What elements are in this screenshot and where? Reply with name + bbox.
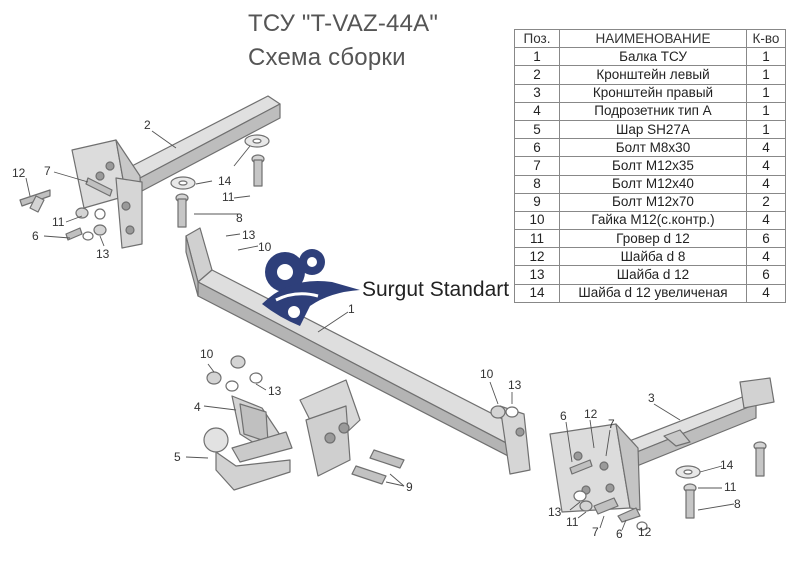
callout-14-left: 14 xyxy=(218,174,232,188)
parts-table-header: Поз. НАИМЕНОВАНИЕ К-во xyxy=(514,28,786,49)
callout-11-left-upper: 11 xyxy=(222,190,235,204)
callout-11-right-lower: 11 xyxy=(566,515,579,529)
callout-2: 2 xyxy=(144,118,151,132)
row-quantity: 4 xyxy=(746,210,786,231)
right-lower-fasteners xyxy=(569,441,767,531)
row-quantity: 1 xyxy=(746,47,786,67)
callout-6-right-lower: 6 xyxy=(616,527,623,541)
callout-8-right: 8 xyxy=(734,497,741,511)
callout-11-left: 11 xyxy=(52,215,65,229)
row-name: Гайка М12(с.контр.) xyxy=(559,210,747,231)
row-quantity: 1 xyxy=(746,65,786,85)
row-name: Подрозетник тип А xyxy=(559,101,747,121)
watermark-logo: Surgut Standart xyxy=(262,249,509,326)
callout-13-right-upper: 13 xyxy=(508,378,522,392)
callout-5: 5 xyxy=(174,450,181,464)
leader-lines xyxy=(25,130,735,531)
callout-12-left: 12 xyxy=(12,166,26,180)
callout-6-right: 6 xyxy=(560,409,567,423)
row-name: Кронштейн правый xyxy=(559,83,747,103)
row-name: Балка ТСУ xyxy=(559,47,747,67)
main-beam xyxy=(185,227,531,477)
row-position: 13 xyxy=(514,265,560,285)
row-position: 11 xyxy=(514,229,560,249)
callout-9: 9 xyxy=(406,480,413,494)
callout-13-left: 13 xyxy=(96,247,110,261)
row-name: Шар SH27A xyxy=(559,119,747,140)
row-name: Болт М12х70 xyxy=(559,192,747,212)
row-quantity: 1 xyxy=(746,119,786,140)
callout-4: 4 xyxy=(194,400,201,414)
row-name: Шайба d 12 xyxy=(559,265,747,285)
callout-7-left: 7 xyxy=(44,164,51,178)
callout-7-right: 7 xyxy=(608,417,615,431)
callout-10-left-upper: 10 xyxy=(258,240,272,254)
header-position: Поз. xyxy=(514,28,560,49)
callout-14-right: 14 xyxy=(720,458,734,472)
left-bracket xyxy=(71,95,281,249)
diagram-subtitle: Схема сборки xyxy=(248,44,406,71)
row-quantity: 1 xyxy=(746,101,786,121)
callout-13-right-lower: 13 xyxy=(548,505,562,519)
right-upper-fasteners xyxy=(490,405,519,419)
callout-6-left: 6 xyxy=(32,229,39,243)
gear-icon xyxy=(265,249,325,292)
callout-11-right: 11 xyxy=(724,480,737,494)
callout-3: 3 xyxy=(648,391,655,405)
row-position: 1 xyxy=(514,47,560,67)
row-position: 2 xyxy=(514,65,560,85)
socket-bracket-group xyxy=(203,355,293,491)
center-bolts xyxy=(351,449,405,485)
callout-12-right: 12 xyxy=(584,407,598,421)
car-icon xyxy=(262,280,360,326)
callout-7-right-lower: 7 xyxy=(592,525,599,539)
row-name: Шайба d 8 xyxy=(559,247,747,267)
row-quantity: 1 xyxy=(746,83,786,103)
diagram-title: ТСУ "T-VAZ-44A" xyxy=(248,10,439,37)
watermark-text: Surgut Standart xyxy=(362,278,509,301)
row-name: Кронштейн левый xyxy=(559,65,747,85)
row-quantity: 4 xyxy=(746,247,786,267)
callout-10-lower: 10 xyxy=(200,347,214,361)
callout-8-left: 8 xyxy=(236,211,243,225)
callout-labels: 2 12 7 11 6 13 14 11 8 13 10 1 10 13 4 5… xyxy=(12,118,741,541)
left-upper-fasteners xyxy=(170,134,270,228)
callout-10-right: 10 xyxy=(480,367,494,381)
row-quantity: 4 xyxy=(746,283,786,303)
row-quantity: 6 xyxy=(746,265,786,285)
callout-1: 1 xyxy=(348,302,355,316)
left-fasteners xyxy=(19,177,113,241)
row-name: Болт М8х30 xyxy=(559,138,747,158)
callout-12-right-lower: 12 xyxy=(638,525,652,539)
callout-13-left-upper: 13 xyxy=(242,228,256,242)
callout-13-lower: 13 xyxy=(268,384,282,398)
